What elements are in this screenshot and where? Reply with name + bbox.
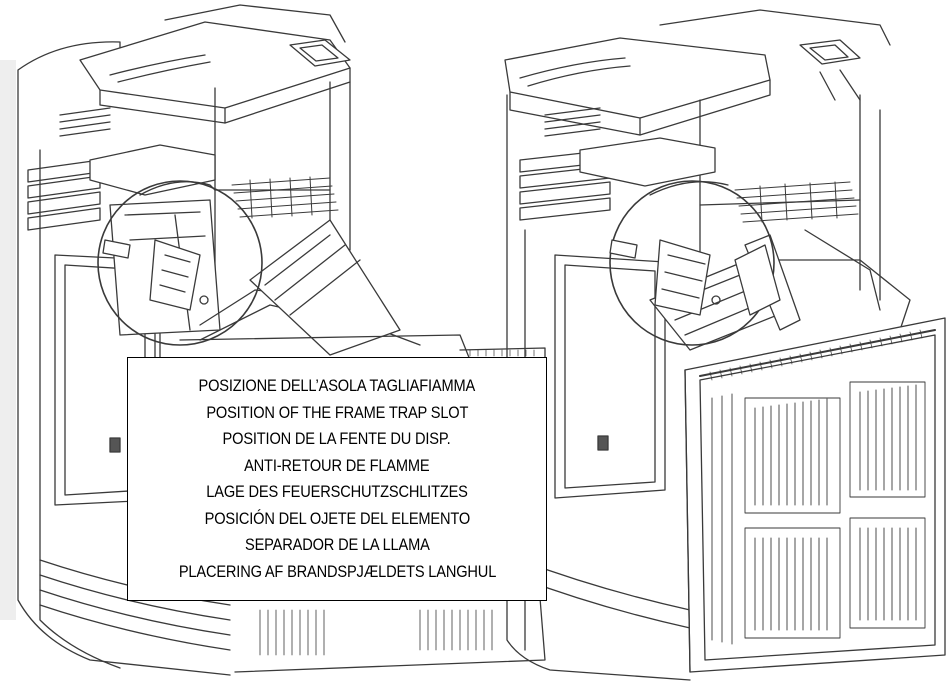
stove-left [0,4,471,676]
slot-position-caption: POSIZIONE DELL’ASOLA TAGLIAFIAMMA POSITI… [127,357,547,601]
caption-line-fr-1: POSITION DE LA FENTE DU DISP. [223,429,451,448]
caption-line-it: POSIZIONE DELL’ASOLA TAGLIAFIAMMA [198,376,476,395]
caption-line-fr-2: ANTI-RETOUR DE FLAMME [244,455,430,475]
caption-line-es-1: POSICIÓN DEL OJETE DEL ELEMENTO [204,508,470,528]
stove-right [504,9,946,681]
caption-line-en: POSITION OF THE FRAME TRAP SLOT [206,402,468,422]
caption-line-da: PLACERING AF BRANDSPJÆLDETS LANGHUL [178,561,496,581]
caption-line-es-2: SEPARADOR DE LA LLAMA [244,535,430,554]
caption-line-de: LAGE DES FEUERSCHUTZSCHLITZES [206,482,468,501]
